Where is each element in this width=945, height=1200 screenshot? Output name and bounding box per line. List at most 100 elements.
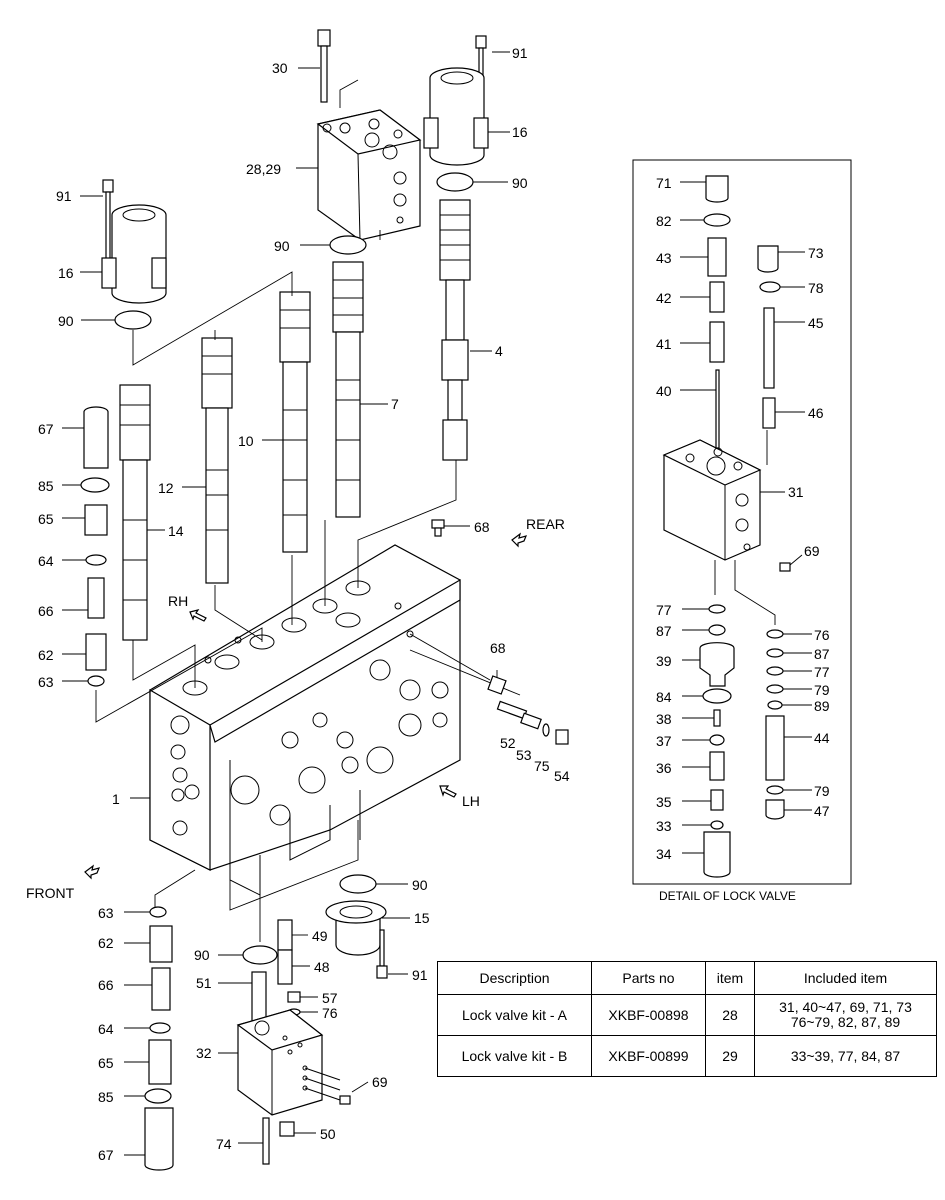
direction-rh: RH xyxy=(168,593,188,609)
label-65: 65 xyxy=(98,1055,114,1071)
direction-arrows xyxy=(84,532,528,880)
detail-label-36: 36 xyxy=(656,760,672,776)
o-ring-90-c xyxy=(114,310,152,330)
detail-label-37: 37 xyxy=(656,733,672,749)
detail-parts xyxy=(662,175,791,878)
label-69: 69 xyxy=(372,1074,388,1090)
header-included-item: Included item xyxy=(754,961,937,995)
lock-valve-block-28-29 xyxy=(316,109,422,241)
direction-rear: REAR xyxy=(526,516,565,532)
cover-16-left xyxy=(101,204,167,304)
cover-16-top xyxy=(423,67,489,166)
ring-63-upper xyxy=(87,675,105,687)
detail-label-82: 82 xyxy=(656,213,672,229)
detail-caption: DETAIL OF LOCK VALVE xyxy=(659,889,796,903)
table-header-row: Description Parts no item Included item xyxy=(437,961,937,995)
detail-label-77: 77 xyxy=(656,602,672,618)
label-74: 74 xyxy=(216,1136,232,1152)
main-valve-body xyxy=(149,544,461,896)
label-48: 48 xyxy=(314,959,330,975)
arrow-lh-icon xyxy=(439,785,457,798)
detail-label-44: 44 xyxy=(814,730,830,746)
o-ring-75 xyxy=(542,723,550,737)
label-90: 90 xyxy=(274,238,290,254)
label-75: 75 xyxy=(534,758,550,774)
arrow-front-icon xyxy=(84,864,101,880)
direction-lh: LH xyxy=(462,793,480,809)
label-63: 63 xyxy=(98,905,114,921)
label-64: 64 xyxy=(38,553,54,569)
spring-65-lower xyxy=(148,1039,172,1085)
detail-label-71: 71 xyxy=(656,175,672,191)
bolt-68-top xyxy=(431,519,445,537)
label-68: 68 xyxy=(474,519,490,535)
row-item: 29 xyxy=(705,1035,755,1077)
lock-valve-kit-table: Description Parts no item Included item … xyxy=(437,961,937,1077)
label-49: 49 xyxy=(312,928,328,944)
label-91: 91 xyxy=(512,45,528,61)
label-16: 16 xyxy=(512,124,528,140)
plug-54 xyxy=(555,729,569,745)
label-91: 91 xyxy=(56,188,72,204)
spool-12 xyxy=(201,337,233,584)
label-67: 67 xyxy=(98,1147,114,1163)
ring-64-lower xyxy=(149,1022,171,1034)
detail-label-34: 34 xyxy=(656,846,672,862)
label-91: 91 xyxy=(412,967,428,983)
lock-valve-block-32 xyxy=(236,1009,341,1116)
spool-7 xyxy=(332,261,364,518)
detail-label-33: 33 xyxy=(656,818,672,834)
arrow-rh-icon xyxy=(189,609,207,622)
detail-label-31: 31 xyxy=(788,484,804,500)
leader-lines xyxy=(62,51,812,1156)
label-66: 66 xyxy=(98,977,114,993)
ring-63-lower xyxy=(149,906,167,918)
header-item: item xyxy=(705,961,755,995)
pin-52 xyxy=(496,700,528,720)
detail-label-79: 79 xyxy=(814,682,830,698)
label-63: 63 xyxy=(38,674,54,690)
label-90: 90 xyxy=(412,877,428,893)
label-90: 90 xyxy=(512,175,528,191)
row-parts-no: XKBF-00898 xyxy=(591,994,706,1036)
detail-label-38: 38 xyxy=(656,711,672,727)
o-ring-90-e xyxy=(242,945,278,965)
detail-label-40: 40 xyxy=(656,383,672,399)
o-ring-85-lower xyxy=(144,1088,172,1104)
direction-front: FRONT xyxy=(26,885,75,901)
label-85: 85 xyxy=(98,1089,114,1105)
detail-label-39: 39 xyxy=(656,653,672,669)
label-62: 62 xyxy=(38,647,54,663)
sleeve-62-lower xyxy=(149,925,173,963)
plug-69-lower xyxy=(339,1095,351,1105)
row-included-item: 31, 40~47, 69, 71, 73 76~79, 82, 87, 89 xyxy=(754,994,937,1036)
label-28-29: 28,29 xyxy=(246,161,281,177)
pin-51 xyxy=(251,971,267,1023)
poppet-48 xyxy=(277,949,293,985)
detail-label-47: 47 xyxy=(814,803,830,819)
detail-label-43: 43 xyxy=(656,250,672,266)
label-32: 32 xyxy=(196,1045,212,1061)
label-85: 85 xyxy=(38,478,54,494)
spring-49 xyxy=(277,919,293,951)
label-62: 62 xyxy=(98,935,114,951)
part-number-labels: 30 91 16 28,29 90 90 91 16 90 4 7 10 12 … xyxy=(38,45,570,1163)
label-68: 68 xyxy=(490,640,506,656)
o-ring-90-d xyxy=(339,874,377,894)
label-51: 51 xyxy=(196,975,212,991)
spool-14 xyxy=(119,384,151,641)
plug-57 xyxy=(287,991,301,1003)
label-90: 90 xyxy=(58,313,74,329)
plug-50 xyxy=(279,1121,295,1137)
detail-label-87: 87 xyxy=(814,646,830,662)
plug-67-lower xyxy=(144,1107,174,1171)
detail-label-45: 45 xyxy=(808,315,824,331)
assembly-lines xyxy=(95,79,521,942)
label-30: 30 xyxy=(272,60,288,76)
label-16: 16 xyxy=(58,265,74,281)
detail-label-87: 87 xyxy=(656,623,672,639)
table-row: Lock valve kit - A XKBF-00898 28 31, 40~… xyxy=(437,994,937,1036)
label-50: 50 xyxy=(320,1126,336,1142)
piston-66-upper xyxy=(87,577,105,619)
